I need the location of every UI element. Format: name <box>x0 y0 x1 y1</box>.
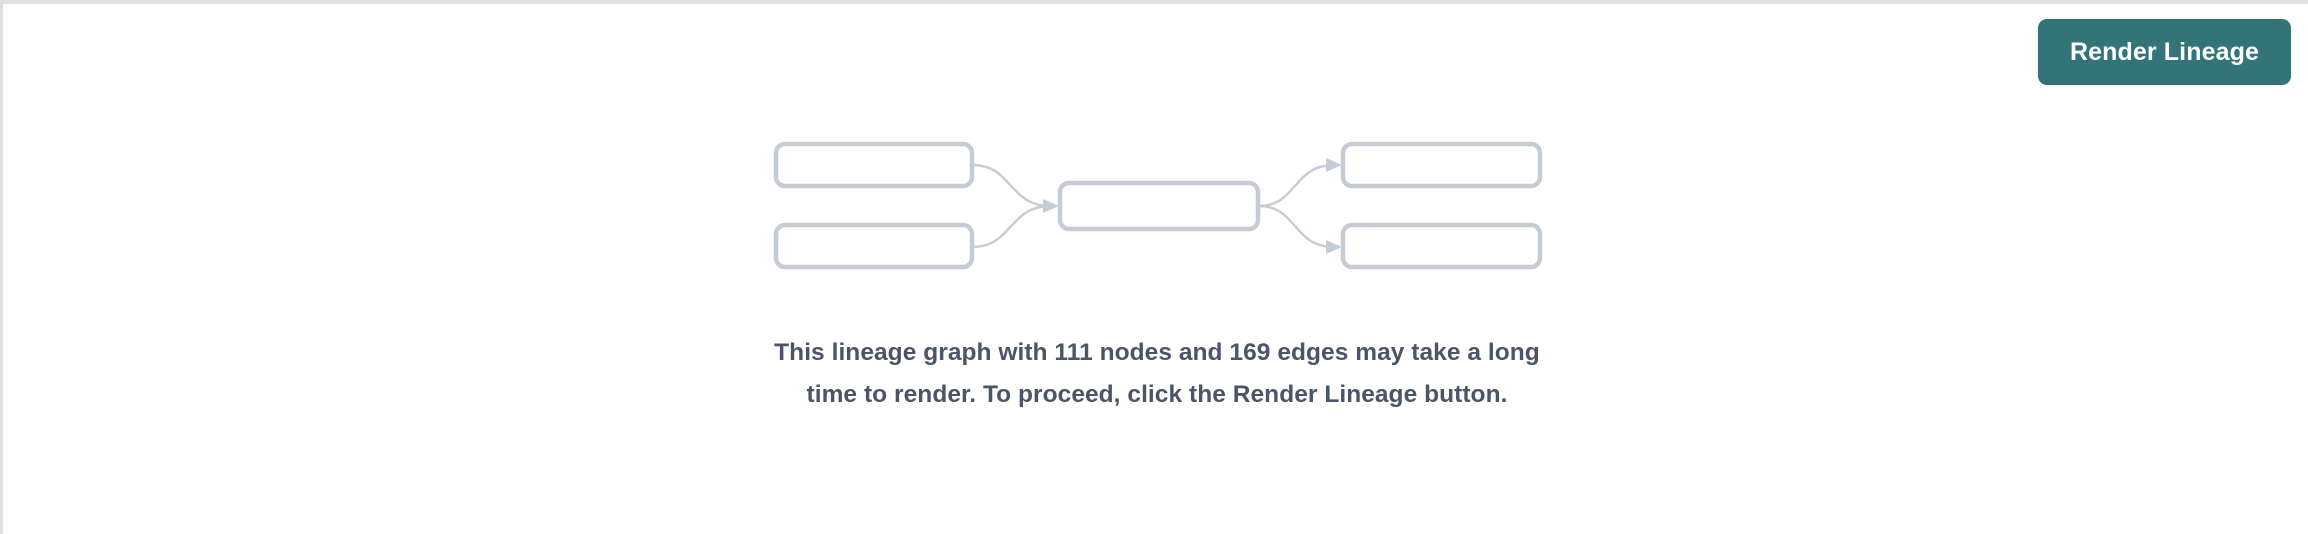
arrowhead-into-target-lower <box>1326 240 1342 254</box>
placeholder-node-target-upper <box>1340 141 1543 189</box>
placeholder-node-target-lower <box>1340 222 1543 270</box>
edge-source-lower-to-center <box>971 204 1052 249</box>
edge-source-upper-to-center <box>971 163 1052 208</box>
render-lineage-button[interactable]: Render Lineage <box>2038 19 2291 85</box>
arrowhead-into-target-upper <box>1326 158 1342 172</box>
lineage-placeholder-graph <box>3 4 2308 314</box>
edge-center-to-target-lower <box>1258 204 1335 249</box>
placeholder-node-center <box>1057 180 1261 232</box>
placeholder-node-source-lower <box>773 222 975 270</box>
lineage-warning-message: This lineage graph with 111 nodes and 16… <box>774 339 1540 408</box>
edge-center-to-target-upper <box>1258 163 1335 208</box>
arrowhead-into-center <box>1043 199 1059 213</box>
placeholder-node-source-upper <box>773 141 975 189</box>
